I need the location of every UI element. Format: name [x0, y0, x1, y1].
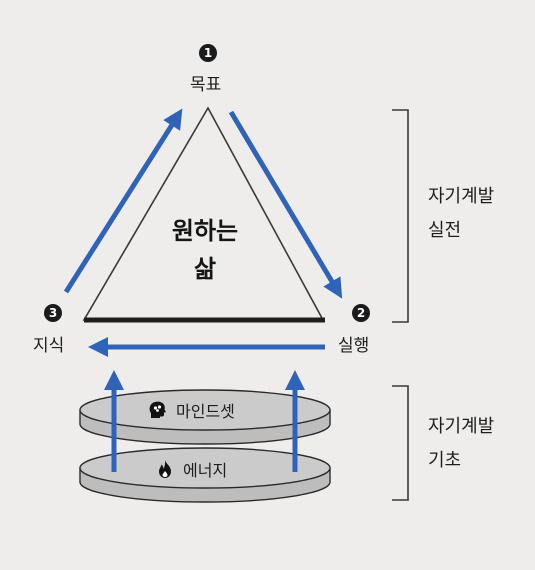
flame-icon: [159, 460, 171, 478]
center-label: 원하는 삶: [150, 212, 260, 288]
mindset-label: 마인드셋: [148, 398, 235, 422]
node-1-number: 1: [199, 44, 217, 62]
practice-bracket: [392, 109, 409, 323]
arrow-goal-to-action: [228, 110, 343, 299]
node-3-label: 지식: [33, 336, 65, 356]
foundation-label: 자기계발 기초: [428, 410, 494, 478]
energy-text: 에너지: [183, 461, 228, 480]
node-2-number: 2: [352, 304, 370, 322]
practice-label-line1: 자기계발: [428, 186, 495, 207]
node-1-label: 목표: [190, 75, 222, 95]
foundation-bracket: [392, 385, 409, 501]
node-2-label: 실행: [338, 336, 370, 356]
foundation-label-line2: 기초: [428, 450, 462, 471]
energy-disk: [79, 447, 331, 503]
practice-label-line2: 실전: [428, 220, 462, 241]
center-label-line1: 원하는: [171, 217, 239, 245]
node-3-number: 3: [44, 304, 62, 322]
center-label-line2: 삶: [193, 255, 217, 283]
mindset-disk: [79, 389, 331, 445]
energy-label: 에너지: [155, 457, 227, 481]
foundation-label-line1: 자기계발: [428, 416, 495, 437]
arrow-knowledge-to-goal: [63, 108, 183, 294]
mindset-text: 마인드셋: [176, 402, 235, 421]
practice-label: 자기계발 실전: [428, 180, 494, 248]
brain-head-icon: [149, 401, 166, 418]
